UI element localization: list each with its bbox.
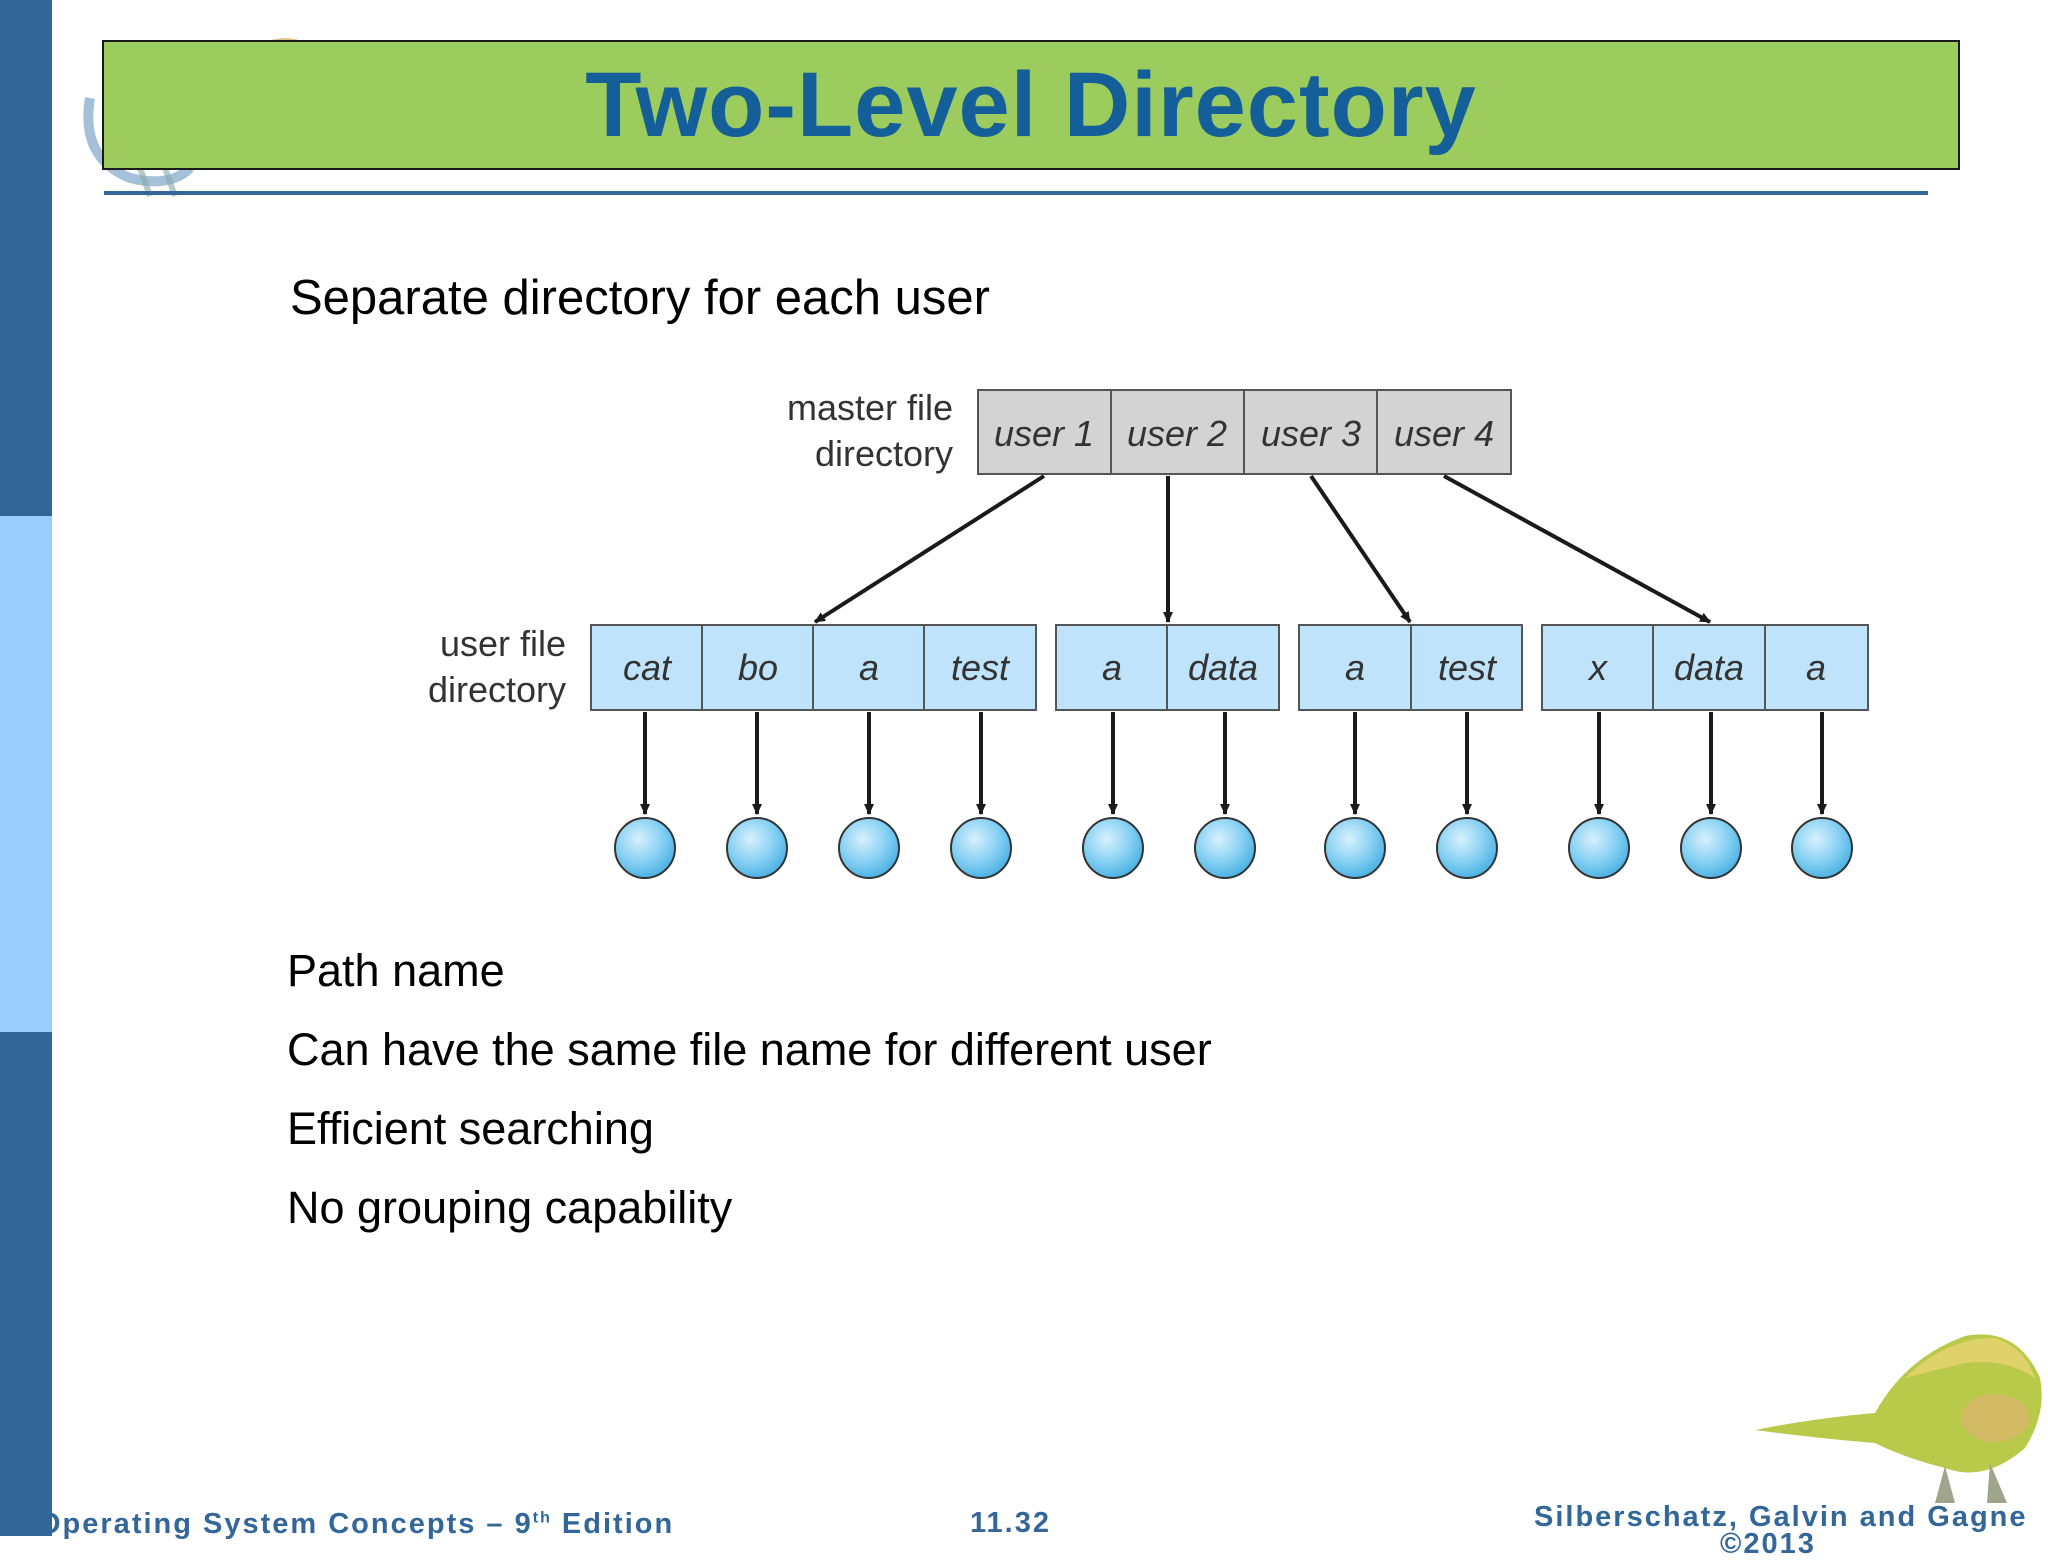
- master-cell-label: user 1: [994, 413, 1094, 454]
- page-title: Two-Level Directory: [585, 53, 1477, 156]
- bullet-item: Can have the same file name for differen…: [287, 1024, 1212, 1075]
- footer-year: ©2013: [1720, 1528, 1816, 1560]
- file-node: [726, 817, 788, 879]
- user-cell-box: [1764, 624, 1869, 711]
- user-cell-box: [1410, 624, 1523, 711]
- user-directory-4: x data a: [1541, 624, 1869, 711]
- footer-book-title-prefix: Operating System Concepts – 9: [38, 1508, 533, 1540]
- user-cell-label: a: [1102, 647, 1122, 688]
- slide-subtitle: Separate directory for each user: [290, 271, 990, 325]
- left-bar-top: [0, 0, 52, 516]
- user-cell-label: test: [1438, 647, 1498, 688]
- user-cell-label: bo: [738, 647, 778, 688]
- master-arrow: [1309, 474, 1412, 624]
- file-node: [950, 817, 1012, 879]
- user-cell-box: [1166, 624, 1280, 711]
- user-cell-box: [1298, 624, 1412, 711]
- footer-authors: Silberschatz, Galvin and Gagne: [1534, 1501, 2028, 1533]
- user-cell-label: a: [1806, 647, 1826, 688]
- user-cell-label: test: [951, 647, 1011, 688]
- user-cell-box: [590, 624, 703, 711]
- user-cell-label: a: [859, 647, 879, 688]
- left-bar-bottom: [0, 1032, 52, 1536]
- master-arrow: [1443, 474, 1711, 624]
- master-cell-label: user 3: [1261, 413, 1361, 454]
- footer-page-number: 11.32: [970, 1507, 1051, 1539]
- bullet-item: Path name: [287, 945, 505, 996]
- master-arrow: [813, 474, 1046, 624]
- user-label-line2: directory: [428, 669, 566, 710]
- master-label-line2: directory: [815, 433, 953, 474]
- user-cell-box: [812, 624, 925, 711]
- left-accent-bar: [0, 0, 52, 1536]
- footer-book-title: Operating System Concepts – 9th Edition: [38, 1508, 674, 1541]
- master-cell-box: [1376, 389, 1512, 475]
- user-cell-label: x: [1587, 647, 1609, 688]
- user-cell-label: a: [1345, 647, 1365, 688]
- user-directory-1: cat bo a test: [590, 624, 1037, 711]
- footer-book-title-sup: th: [532, 1509, 552, 1527]
- user-directory-3: a test: [1298, 624, 1523, 711]
- user-directory-2: a data: [1055, 624, 1280, 711]
- bullet-item: Efficient searching: [287, 1103, 654, 1154]
- master-cell-label: user 2: [1127, 413, 1227, 454]
- master-label-line1: master file: [787, 387, 953, 428]
- user-cell-box: [923, 624, 1037, 711]
- user-cell-box: [1541, 624, 1654, 711]
- file-node: [1082, 817, 1144, 879]
- file-node: [1194, 817, 1256, 879]
- file-node: [1436, 817, 1498, 879]
- master-directory: user 1 user 2 user 3 user 4: [977, 389, 1512, 475]
- title-banner: Two-Level Directory: [102, 40, 1960, 170]
- title-underline: [104, 191, 1928, 195]
- dinosaur-logo-icon: [1755, 1334, 2042, 1503]
- file-node: [1791, 817, 1853, 879]
- file-node: [1568, 817, 1630, 879]
- footer-book-title-suffix: Edition: [551, 1508, 675, 1540]
- file-nodes: [614, 712, 1853, 879]
- user-cell-label: cat: [623, 647, 673, 688]
- master-cell-box: [977, 389, 1112, 475]
- user-label-line1: user file: [440, 623, 566, 664]
- user-cell-label: data: [1188, 647, 1258, 688]
- left-bar-middle: [0, 516, 52, 1032]
- master-cell-box: [1110, 389, 1245, 475]
- file-node: [838, 817, 900, 879]
- user-cell-box: [1652, 624, 1766, 711]
- bullet-item: No grouping capability: [287, 1182, 733, 1233]
- user-cell-box: [1055, 624, 1168, 711]
- user-cell-label: data: [1674, 647, 1744, 688]
- file-node: [1324, 817, 1386, 879]
- file-node: [1680, 817, 1742, 879]
- file-node: [614, 817, 676, 879]
- master-cell-label: user 4: [1394, 413, 1494, 454]
